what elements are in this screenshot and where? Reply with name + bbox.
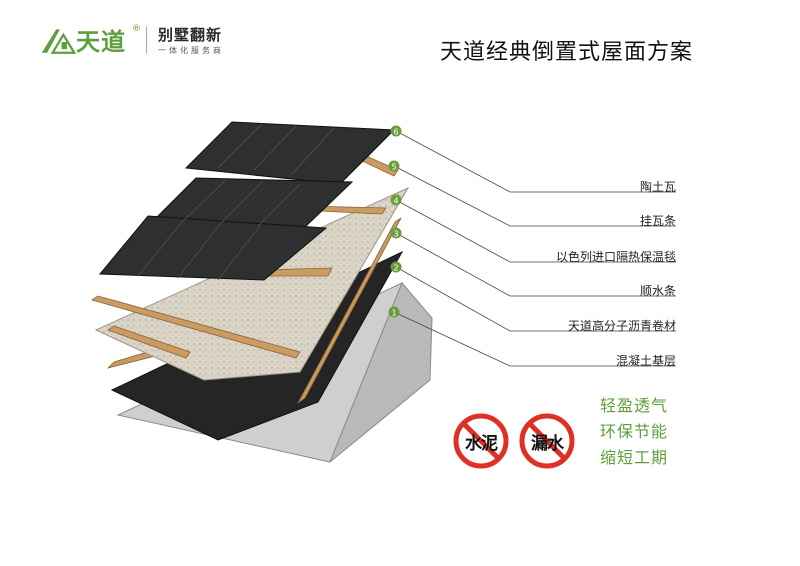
- layer-label-concrete: 混凝土基层: [615, 354, 676, 368]
- benefit-fast: 缩短工期: [600, 448, 669, 467]
- no-leak-badge: 漏水: [518, 412, 576, 470]
- layer-label-insulation: 以色列进口隔热保温毯: [555, 250, 676, 264]
- layer-marker-3: 3: [390, 227, 402, 239]
- no-cement-text: 水泥: [465, 434, 498, 454]
- svg-text:6: 6: [393, 128, 398, 137]
- no-leak-text: 漏水: [531, 434, 564, 454]
- layer-marker-2: 2: [390, 261, 402, 273]
- benefit-lightweight: 轻盈透气: [600, 396, 669, 415]
- layer-marker-1: 1: [388, 306, 400, 318]
- svg-text:4: 4: [393, 197, 398, 206]
- no-cement-badge: 水泥: [452, 412, 510, 470]
- layer-label-counter-batten: 顺水条: [639, 284, 676, 298]
- svg-text:1: 1: [391, 309, 396, 318]
- layer-marker-4: 4: [390, 194, 402, 206]
- page-title: 天道经典倒置式屋面方案: [440, 40, 694, 65]
- house-logo-icon: [41, 29, 77, 54]
- layer-label-clay-tile: 陶土瓦: [639, 180, 676, 194]
- prohibited-icon: [519, 413, 575, 469]
- layer-markers: 6 5 4 3 2 1: [388, 125, 402, 318]
- logo-divider: [146, 26, 147, 54]
- leader-lines: [393, 130, 676, 367]
- brand-slogan: 一体化服务商: [158, 46, 224, 55]
- brand-tagline: 别墅翻新: [158, 26, 223, 44]
- prohibited-icon: [453, 413, 509, 469]
- brand-name: 天道: [76, 28, 126, 56]
- svg-text:5: 5: [391, 163, 396, 172]
- layer-label-tile-batten: 挂瓦条: [639, 214, 676, 228]
- layer-marker-5: 5: [388, 160, 400, 172]
- layer-marker-6: 6: [390, 125, 402, 137]
- layer-label-membrane: 天道高分子沥青卷材: [567, 319, 676, 333]
- clay-tiles: [98, 121, 396, 281]
- registered-mark: ®: [132, 24, 141, 34]
- benefit-eco: 环保节能: [600, 422, 669, 441]
- svg-text:3: 3: [393, 230, 398, 239]
- svg-text:2: 2: [393, 264, 398, 273]
